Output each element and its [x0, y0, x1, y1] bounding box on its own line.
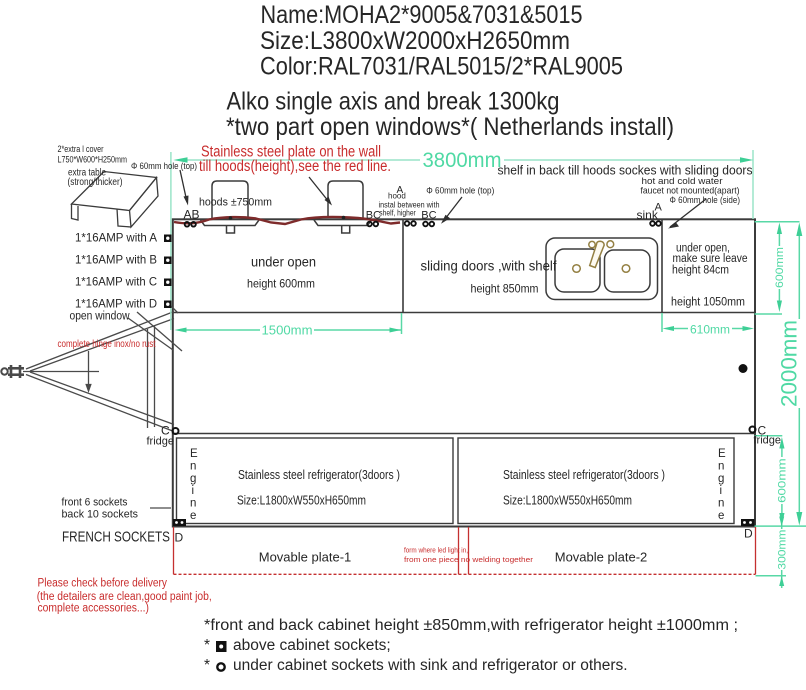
- svg-text:D: D: [744, 527, 753, 541]
- svg-text:under cabinet sockets with sin: under cabinet sockets with sink and refr…: [233, 657, 628, 674]
- svg-text:Stainless steel refrigerator(3: Stainless steel refrigerator(3doors ): [503, 468, 665, 482]
- svg-text:front 6 sockets: front 6 sockets: [62, 497, 128, 509]
- svg-text:under open: under open: [251, 254, 316, 270]
- svg-text:3800mm: 3800mm: [423, 149, 502, 172]
- svg-text:height 600mm: height 600mm: [247, 277, 315, 291]
- svg-text:Φ 60mm hole (top): Φ 60mm hole (top): [131, 161, 197, 172]
- svg-text:sink: sink: [637, 208, 659, 222]
- svg-text:e: e: [718, 510, 724, 522]
- svg-text:n: n: [190, 498, 196, 510]
- svg-text:Stainless steel refrigerator(3: Stainless steel refrigerator(3doors ): [238, 468, 400, 482]
- svg-text:Name:MOHA2*9005&7031&5015: Name:MOHA2*9005&7031&5015: [261, 1, 583, 29]
- svg-text:A: A: [655, 202, 663, 214]
- svg-text:fridge: fridge: [754, 435, 782, 447]
- svg-text:Size:L3800xW2000xH2650mm: Size:L3800xW2000xH2650mm: [260, 27, 570, 55]
- svg-text:make sure leave: make sure leave: [673, 253, 748, 265]
- svg-text:n: n: [718, 461, 724, 473]
- svg-text:*two part open windows*( Nethe: *two part open windows*( Netherlands ins…: [226, 113, 674, 141]
- svg-text:height 1050mm: height 1050mm: [671, 297, 745, 309]
- svg-text:hood: hood: [388, 192, 406, 201]
- svg-text:Movable plate-1: Movable plate-1: [259, 550, 352, 565]
- svg-text:e: e: [190, 510, 196, 522]
- svg-text:2000mm: 2000mm: [777, 320, 802, 407]
- svg-text:Alko single axis and break 130: Alko single axis and break 1300kg: [227, 88, 560, 116]
- svg-text:BC: BC: [421, 210, 436, 222]
- svg-text:AB: AB: [184, 208, 200, 222]
- svg-text:faucet not mounted(apart): faucet not mounted(apart): [641, 186, 740, 197]
- svg-text:E: E: [190, 448, 198, 460]
- svg-text:1*16AMP with B: 1*16AMP with B: [75, 253, 157, 267]
- svg-text:(strong/thicker): (strong/thicker): [68, 177, 123, 188]
- svg-text:from one piece no welding toge: from one piece no welding together: [404, 555, 534, 564]
- svg-text:BC: BC: [366, 210, 381, 222]
- svg-text:height 84cm: height 84cm: [672, 265, 729, 277]
- svg-text:C: C: [758, 424, 767, 438]
- svg-text:n: n: [718, 498, 724, 510]
- svg-text:n: n: [190, 461, 196, 473]
- svg-text:Size:L1800xW550xH650mm: Size:L1800xW550xH650mm: [503, 494, 632, 508]
- svg-text:g: g: [718, 473, 724, 485]
- svg-text:sliding doors ,with shelf: sliding doors ,with shelf: [421, 258, 557, 274]
- svg-text:L750*W600*H250mm: L750*W600*H250mm: [58, 155, 128, 165]
- svg-text:Φ 60mm hole (top): Φ 60mm hole (top): [426, 186, 494, 197]
- svg-text:open window: open window: [70, 311, 131, 323]
- svg-text:1500mm: 1500mm: [262, 323, 313, 338]
- svg-text:instal between with: instal between with: [379, 201, 440, 210]
- svg-text:i: i: [192, 485, 195, 497]
- svg-text:E: E: [718, 448, 726, 460]
- svg-text:form where led light in,: form where led light in,: [404, 546, 468, 555]
- svg-text:D: D: [175, 531, 184, 545]
- svg-text:Φ 60mm hole (side): Φ 60mm hole (side): [670, 195, 741, 206]
- svg-text:*front and back cabinet height: *front and back cabinet height ±850mm,wi…: [204, 617, 738, 634]
- svg-text:*: *: [204, 657, 210, 674]
- svg-text:600mm: 600mm: [774, 247, 786, 288]
- svg-text:2*extra l cover: 2*extra l cover: [58, 144, 104, 154]
- svg-text:hot and cold water: hot and cold water: [642, 176, 723, 187]
- svg-text:600mm: 600mm: [777, 458, 789, 503]
- svg-text:g: g: [190, 473, 196, 485]
- svg-text:back 10 sockets: back 10 sockets: [62, 509, 139, 521]
- svg-text:Movable plate-2: Movable plate-2: [555, 550, 648, 565]
- svg-text:height 850mm: height 850mm: [471, 282, 539, 296]
- svg-text:C: C: [161, 424, 170, 438]
- svg-text:Color:RAL7031/RAL5015/2*RAL900: Color:RAL7031/RAL5015/2*RAL9005: [260, 53, 623, 81]
- svg-text:fridge: fridge: [147, 436, 175, 448]
- svg-text:till hoods(height),see the red: till hoods(height),see the red line.: [199, 158, 391, 175]
- svg-text:*: *: [204, 637, 210, 654]
- svg-text:under open,: under open,: [676, 243, 730, 255]
- svg-text:(the detailers are clean,good: (the detailers are clean,good paint job,: [37, 591, 212, 603]
- svg-text:i: i: [720, 485, 723, 497]
- svg-text:shelf in back till hoods sock: shelf in back till hoods sockes with sli…: [498, 163, 753, 178]
- svg-text:1*16AMP with C: 1*16AMP with C: [75, 275, 157, 289]
- svg-text:1*16AMP with D: 1*16AMP with D: [75, 297, 157, 311]
- svg-text:complete hinge inox/no rust: complete hinge inox/no rust: [58, 339, 156, 350]
- svg-text:Please check before delivery: Please check before delivery: [38, 578, 168, 590]
- svg-text:A: A: [397, 185, 404, 196]
- svg-text:Size:L1800xW550xH650mm: Size:L1800xW550xH650mm: [237, 494, 366, 508]
- svg-text:hoods ±750mm: hoods ±750mm: [199, 197, 272, 209]
- svg-text:above cabinet sockets;: above cabinet sockets;: [233, 637, 391, 654]
- svg-text:Stainless steel plate on the w: Stainless steel plate on the wall: [201, 144, 381, 161]
- svg-text:extra table: extra table: [68, 168, 106, 179]
- svg-text:300mm: 300mm: [777, 530, 789, 570]
- svg-text:FRENCH SOCKETS: FRENCH SOCKETS: [62, 530, 170, 546]
- svg-text:1*16AMP with A: 1*16AMP with A: [75, 231, 157, 245]
- svg-text:610mm: 610mm: [690, 323, 730, 337]
- svg-text:complete accessories...): complete accessories...): [38, 603, 150, 615]
- svg-text:shelf, higher: shelf, higher: [379, 209, 416, 218]
